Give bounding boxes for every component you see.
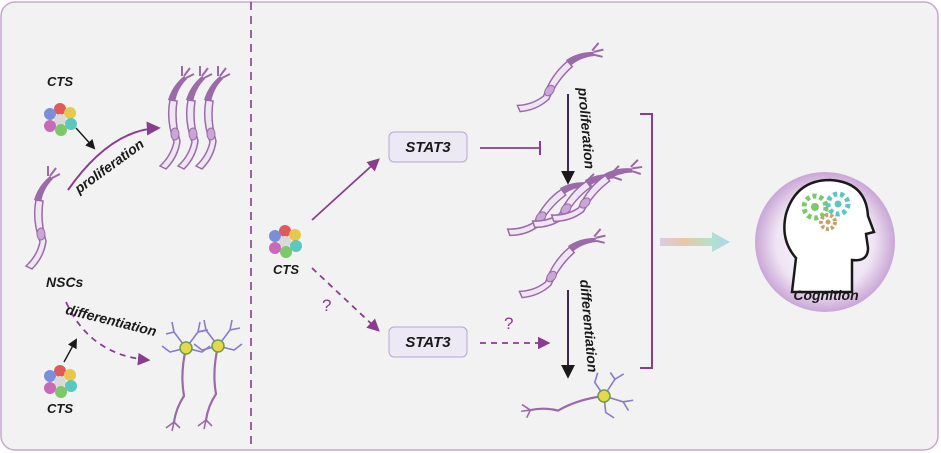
stat3-bottom-label: STAT3 [405, 334, 451, 351]
stat3-bottom-box [388, 326, 468, 358]
proliferation-right-label: proliferation [575, 86, 598, 170]
cts-to-stat3-bottom-arrow [311, 267, 380, 332]
outcome-bracket [640, 113, 653, 369]
cts-top-arrow [75, 127, 96, 150]
cts-bottom-label: CTS [47, 401, 73, 416]
cts-top-label: CTS [47, 74, 73, 89]
cts-bottom-arrow [63, 338, 77, 363]
proliferation-arrow [67, 121, 161, 191]
cognition-label: Cognition [793, 287, 858, 303]
stat3-top-box [388, 131, 468, 163]
question-right: ? [504, 314, 513, 333]
nscs-label: NSCs [46, 274, 84, 290]
question-left: ? [322, 296, 331, 315]
to-cognition-arrow [660, 232, 730, 252]
differentiation-arrow [65, 301, 151, 366]
stat3-top-label: STAT3 [405, 139, 451, 156]
head-gears-icon [783, 178, 876, 294]
right-panel: CTS ? STAT3 STAT3 ? proliferation differ… [269, 27, 895, 449]
cts-to-stat3-top-arrow [311, 158, 380, 221]
cts-center-label: CTS [273, 262, 299, 277]
